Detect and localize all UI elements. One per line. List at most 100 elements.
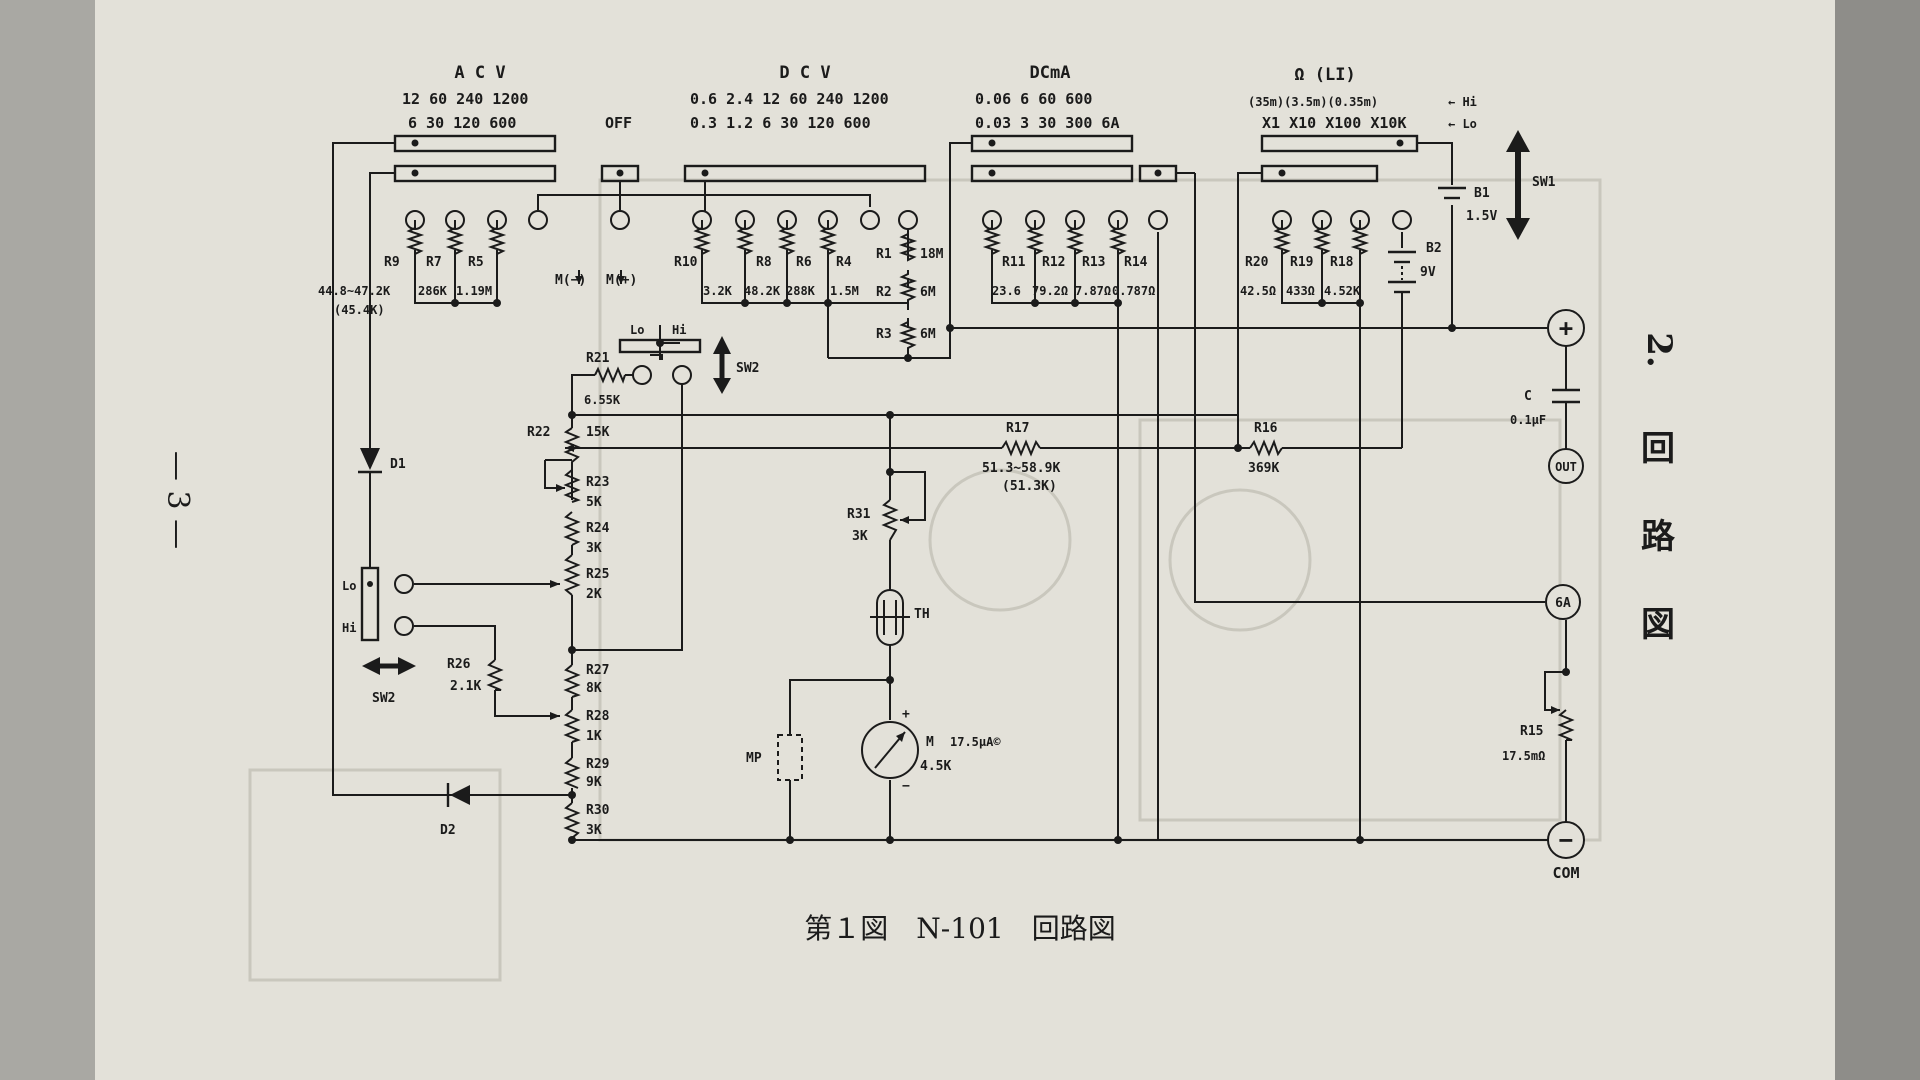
resistor-r25 (563, 554, 581, 596)
label-r1: R1 (876, 247, 892, 262)
label-d2: D2 (440, 823, 456, 838)
label-c-val: 0.1μF (1510, 413, 1546, 427)
label-r10: R10 (674, 255, 698, 270)
ohm-title: Ω (LI) (1294, 65, 1355, 85)
label-th: TH (914, 607, 930, 622)
acv-title: A C V (454, 63, 505, 83)
resistors (405, 220, 1575, 839)
meter-m (861, 721, 919, 779)
switch-bars (393, 134, 1419, 183)
component-labels: R9 R7 R5 44.8~47.2K (45.4K) 286K 1.19M M… (318, 175, 1556, 838)
label-r31: R31 (847, 507, 871, 522)
resistor-r5 (487, 220, 507, 258)
label-b2: B2 (1426, 241, 1442, 256)
label-sw2-lo: Lo (630, 323, 644, 337)
battery-b2 (1388, 250, 1416, 294)
label-r6: R6 (796, 255, 812, 270)
resistor-r16 (1249, 439, 1283, 457)
label-r16: R16 (1254, 421, 1278, 436)
label-r9-val: 44.8~47.2K (318, 284, 391, 298)
label-hi: Hi (342, 621, 356, 635)
hi-marker: ← Hi (1448, 95, 1477, 109)
sw2-lower-switch (360, 566, 380, 642)
label-r3: R3 (876, 327, 892, 342)
label-d1: D1 (390, 457, 406, 472)
label-r2-val: 6M (920, 285, 936, 300)
label-r25: R25 (586, 567, 609, 582)
label-b2-val: 9V (1420, 265, 1436, 280)
resistor-r8 (735, 220, 755, 258)
resistor-r9 (405, 220, 425, 258)
label-r23: R23 (586, 475, 609, 490)
label-r6-val: 288K (786, 284, 816, 298)
label-r28: R28 (586, 709, 610, 724)
page-number: — 3 — (160, 451, 195, 549)
resistor-r2 (898, 270, 918, 310)
label-r7: R7 (426, 255, 442, 270)
label-r29: R29 (586, 757, 609, 772)
label-r23-val: 5K (586, 495, 602, 510)
label-r1-val: 18M (920, 247, 944, 262)
resistor-r23 (563, 469, 581, 503)
label-r3-val: 6M (920, 327, 936, 342)
label-r22-val: 15K (586, 425, 610, 440)
label-m-plus-sign: + (902, 707, 910, 722)
label-r12-val: 79.2Ω (1032, 284, 1068, 298)
dcma-bar-bottom (970, 164, 1134, 183)
wiper-arrows (550, 270, 1560, 720)
resistor-r29 (563, 757, 581, 789)
resistor-r7 (445, 220, 465, 258)
terminal-6a[interactable] (1545, 584, 1581, 620)
dcma-row1: 0.06 6 60 600 (975, 90, 1092, 108)
label-r31-val: 3K (852, 529, 868, 544)
resistor-r6 (777, 220, 797, 258)
junction-dots (451, 299, 1570, 844)
section-char-2: 路 (1641, 517, 1676, 557)
label-r10-val: 3.2K (703, 284, 733, 298)
contacts (394, 210, 1412, 636)
dcv-row2: 0.3 1.2 6 30 120 600 (690, 114, 871, 132)
label-sw1: SW1 (1532, 175, 1556, 190)
label-m-val: 17.5μA© (950, 735, 1001, 749)
label-r14-val: 0.787Ω (1112, 284, 1155, 298)
terminal-minus-label: − (1559, 826, 1573, 854)
label-sw2-hi: Hi (672, 323, 686, 337)
label-r17-val: 51.3~58.9K (982, 461, 1060, 476)
terminal-plus[interactable] (1547, 309, 1585, 347)
resistor-r31 (881, 499, 899, 541)
terminal-out[interactable] (1548, 448, 1584, 484)
sw2-lower-arrow (362, 657, 416, 675)
resistor-r27 (563, 664, 581, 698)
thermistor-th (870, 589, 910, 646)
label-r18: R18 (1330, 255, 1354, 270)
label-m: M (926, 735, 934, 750)
resistor-r13 (1065, 220, 1085, 258)
ohm-row2: X1 X10 X100 X10K (1262, 114, 1407, 132)
terminals: + OUT 6A − COM (1545, 309, 1585, 882)
label-mp: MP (746, 751, 762, 766)
resistor-r4 (818, 220, 838, 258)
label-r5: R5 (468, 255, 484, 270)
label-r21-val: 6.55K (584, 393, 621, 407)
label-b1-val: 1.5V (1466, 209, 1497, 224)
wiring (332, 142, 1567, 841)
label-r9-nom: (45.4K) (334, 303, 385, 317)
terminal-com-label: COM (1552, 864, 1579, 882)
label-sw2-lower: SW2 (372, 691, 395, 706)
resistor-r17 (1001, 439, 1041, 457)
dcv-row1: 0.6 2.4 12 60 240 1200 (690, 90, 889, 108)
label-sw2-upper: SW2 (736, 361, 759, 376)
resistor-r3 (898, 318, 918, 358)
resistor-r1 (898, 228, 918, 262)
resistor-r24 (563, 511, 581, 546)
resistor-r11 (982, 220, 1002, 258)
label-r9: R9 (384, 255, 400, 270)
background-surface (1835, 0, 1920, 1080)
label-r13: R13 (1082, 255, 1105, 270)
resistor-r21 (594, 366, 626, 384)
label-r2: R2 (876, 285, 892, 300)
label-r27: R27 (586, 663, 609, 678)
terminal-minus[interactable] (1547, 821, 1585, 859)
lo-marker: ← Lo (1448, 117, 1477, 131)
